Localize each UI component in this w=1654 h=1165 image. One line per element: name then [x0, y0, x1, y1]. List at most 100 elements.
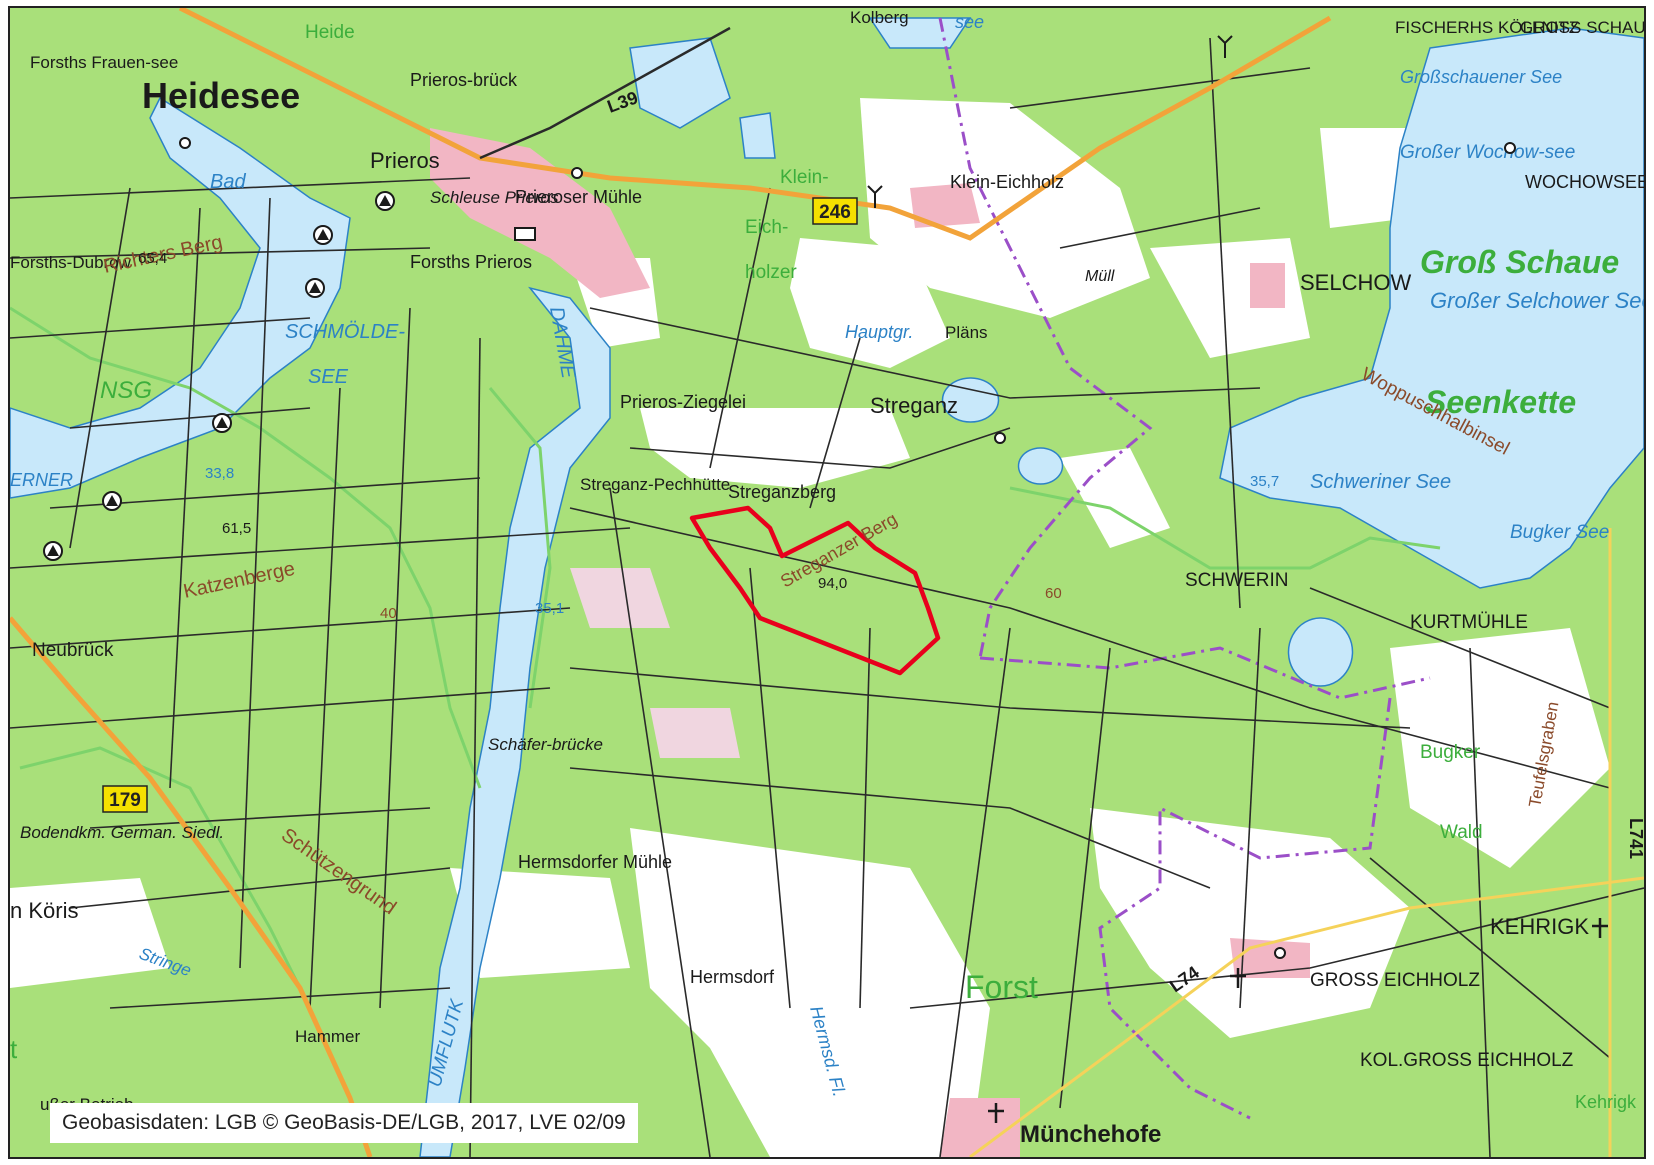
- svg-text:Großer Selchower See: Großer Selchower See: [1430, 288, 1644, 313]
- svg-text:Prieros-brück: Prieros-brück: [410, 70, 518, 90]
- svg-text:t: t: [10, 1034, 18, 1064]
- svg-text:Seenkette: Seenkette: [1425, 384, 1576, 420]
- svg-text:KOL.GROSS EICHHOLZ: KOL.GROSS EICHHOLZ: [1360, 1050, 1574, 1071]
- svg-text:Eich-: Eich-: [745, 217, 788, 238]
- svg-text:Hermsdorfer Mühle: Hermsdorfer Mühle: [518, 852, 672, 872]
- svg-text:Müll: Müll: [1085, 268, 1115, 285]
- administrative-boundary: [938, 17, 1431, 1120]
- svg-text:246: 246: [819, 202, 851, 223]
- svg-text:WOCHOWSEE: WOCHOWSEE: [1525, 172, 1644, 192]
- svg-text:Schweriner See: Schweriner See: [1310, 471, 1451, 493]
- lake-schmoelde-see: [10, 96, 351, 499]
- lock-icon: [514, 227, 536, 241]
- svg-text:GROSS SCHAUEN: GROSS SCHAUEN: [1520, 18, 1644, 37]
- svg-text:FISCHERHS KÖLLNITZ: FISCHERHS KÖLLNITZ: [1395, 18, 1579, 37]
- svg-text:KURTMÜHLE: KURTMÜHLE: [1410, 612, 1528, 633]
- svg-text:SELCHOW: SELCHOW: [1300, 270, 1411, 295]
- svg-text:Prieroser Mühle: Prieroser Mühle: [515, 187, 642, 207]
- svg-text:SCHMÖLDE-: SCHMÖLDE-: [285, 321, 405, 343]
- svg-text:65,4: 65,4: [138, 250, 167, 267]
- elevation-labels: 65,4 61,5 33,8 35,1 94,0 35,7 40 60: [138, 250, 1279, 622]
- svg-text:Bugker: Bugker: [1420, 742, 1481, 763]
- svg-text:Streganz-Pechhütte: Streganz-Pechhütte: [580, 475, 730, 494]
- svg-text:Bugker See: Bugker See: [1510, 522, 1609, 543]
- svg-text:33,8: 33,8: [205, 465, 234, 482]
- svg-text:Heidesee: Heidesee: [142, 75, 300, 116]
- lake-top-1: [629, 37, 731, 129]
- svg-text:Heide: Heide: [305, 22, 355, 43]
- svg-text:SEE: SEE: [308, 366, 349, 388]
- road-l39: [479, 26, 731, 160]
- forest-labels: Heide NSG Klein- Eich- holzer Groß Schau…: [10, 22, 1637, 1112]
- antenna-icon: [867, 35, 1233, 208]
- svg-text:35,7: 35,7: [1250, 473, 1279, 490]
- lake-top-2: [739, 112, 776, 159]
- map-frame: 246 179 Heidesee Prieros Prieros-brück P…: [8, 6, 1646, 1159]
- svg-text:Klein-: Klein-: [780, 167, 829, 188]
- svg-text:179: 179: [109, 790, 141, 811]
- svg-text:Stringe: Stringe: [137, 944, 194, 980]
- svg-text:Großschauener See: Großschauener See: [1400, 67, 1562, 87]
- church-icon: [988, 918, 1608, 1123]
- monument-icon: [179, 137, 1516, 959]
- svg-text:Forsths-Dubrow: Forsths-Dubrow: [10, 253, 132, 272]
- svg-text:Streganz: Streganz: [870, 393, 958, 418]
- main-roads: [10, 8, 1644, 1157]
- svg-text:KEHRIGK: KEHRIGK: [1490, 914, 1589, 939]
- map-attribution: Geobasisdaten: LGB © GeoBasis-DE/LGB, 20…: [50, 1103, 638, 1143]
- svg-text:Pläns: Pläns: [945, 323, 988, 342]
- svg-text:Bodendkm. German. Siedl.: Bodendkm. German. Siedl.: [20, 823, 224, 842]
- svg-text:L741: L741: [1626, 818, 1644, 859]
- svg-text:Forsths Frauen-see: Forsths Frauen-see: [30, 53, 178, 72]
- svg-text:Groß Schaue: Groß Schaue: [1420, 244, 1619, 280]
- svg-text:Klein-Eichholz: Klein-Eichholz: [950, 172, 1064, 192]
- svg-text:Forst: Forst: [965, 969, 1038, 1005]
- svg-text:35,1: 35,1: [535, 600, 564, 617]
- svg-text:holzer: holzer: [745, 262, 797, 283]
- svg-text:Schleuse Prieros: Schleuse Prieros: [430, 188, 559, 207]
- lake-top-3: [868, 17, 972, 49]
- study-area-outline[interactable]: [689, 505, 941, 676]
- road-l74: [969, 876, 1644, 1157]
- nsg-boundaries: [10, 306, 1441, 1009]
- svg-text:Hauptgr.: Hauptgr.: [845, 322, 913, 342]
- lake-grosser-selchower-see: [1219, 27, 1644, 589]
- svg-text:94,0: 94,0: [818, 575, 847, 592]
- water-bodies: [10, 17, 1644, 1157]
- svg-text:Katzenberge: Katzenberge: [181, 558, 297, 603]
- svg-text:NSG: NSG: [100, 377, 152, 404]
- road-shield-246: 246: [812, 197, 858, 225]
- svg-text:Streganzberg: Streganzberg: [728, 482, 836, 502]
- svg-text:Großer Wochow-see: Großer Wochow-see: [1400, 142, 1575, 163]
- svg-text:Bad: Bad: [210, 171, 246, 193]
- settlement-labels: Heidesee Prieros Prieros-brück Prieroser…: [10, 8, 1644, 1148]
- svg-text:Schützengrund: Schützengrund: [277, 824, 400, 919]
- svg-text:ERNER: ERNER: [10, 470, 73, 490]
- road-179: [10, 616, 373, 1157]
- settlement-areas: [430, 128, 1310, 1157]
- lake-small-2: [1017, 447, 1064, 485]
- svg-text:Wald: Wald: [1440, 822, 1483, 843]
- road-246: [178, 8, 1332, 241]
- svg-text:Schäfer-brücke: Schäfer-brücke: [488, 735, 603, 754]
- svg-text:GROSS EICHHOLZ: GROSS EICHHOLZ: [1310, 970, 1480, 991]
- svg-text:Kehrigk: Kehrigk: [1575, 1092, 1637, 1112]
- river-dahme: [419, 286, 611, 1157]
- topographic-map[interactable]: 246 179 Heidesee Prieros Prieros-brück P…: [10, 8, 1644, 1157]
- svg-text:40: 40: [380, 605, 397, 622]
- svg-text:61,5: 61,5: [222, 520, 251, 537]
- svg-text:Hermsdorf: Hermsdorf: [690, 967, 775, 987]
- svg-text:Münchehofe: Münchehofe: [1020, 1121, 1161, 1148]
- svg-text:Prieros-Ziegelei: Prieros-Ziegelei: [620, 392, 746, 412]
- svg-text:L39: L39: [605, 87, 641, 116]
- svg-text:Prieros: Prieros: [370, 148, 440, 173]
- svg-text:SCHWERIN: SCHWERIN: [1185, 570, 1288, 591]
- svg-text:60: 60: [1045, 585, 1062, 602]
- svg-text:Neubrück: Neubrück: [32, 640, 114, 661]
- svg-text:Forsths Prieros: Forsths Prieros: [410, 252, 532, 272]
- campsite-icon: [43, 191, 395, 561]
- svg-text:Kolberg: Kolberg: [850, 8, 909, 27]
- svg-text:see: see: [955, 12, 984, 32]
- svg-text:n Köris: n Köris: [10, 898, 78, 923]
- lake-small-1: [941, 377, 1000, 423]
